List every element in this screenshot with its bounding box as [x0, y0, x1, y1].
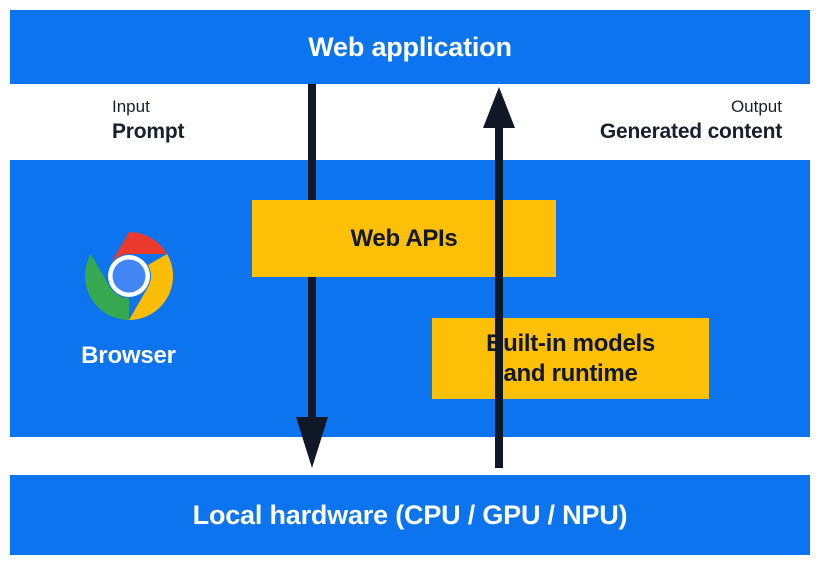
web-apis-label: Web APIs — [350, 224, 458, 252]
web-application-label: Web application — [308, 31, 512, 62]
output-kind-label: Output — [730, 97, 782, 116]
input-flow-label: Input Prompt — [112, 96, 185, 146]
arrow-up-icon — [483, 87, 515, 468]
output-value-label: Generated content — [599, 120, 782, 144]
chrome-logo-icon — [84, 232, 173, 320]
input-value-label: Prompt — [112, 120, 185, 144]
output-flow-label: Output Generated content — [600, 96, 782, 146]
arrow-up-overlay-web-apis — [495, 200, 503, 277]
input-kind-label: Input — [112, 97, 150, 116]
local-hardware-label: Local hardware (CPU / GPU / NPU) — [192, 499, 628, 530]
browser-group: Browser — [56, 232, 201, 370]
browser-label: Browser — [81, 342, 176, 369]
web-application-band: Web application — [10, 10, 810, 84]
arrow-up-overlay-built-in — [495, 318, 503, 399]
web-apis-box: Web APIs — [252, 200, 556, 277]
local-hardware-band: Local hardware (CPU / GPU / NPU) — [10, 475, 810, 555]
built-in-models-box: Built-in models and runtime — [432, 318, 709, 399]
